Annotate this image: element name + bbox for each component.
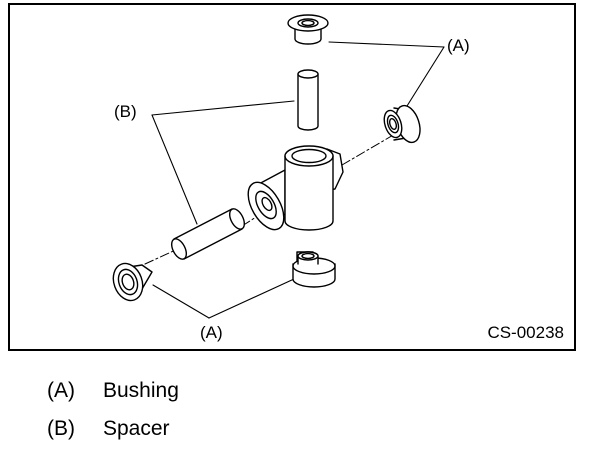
figure-code: CS-00238 <box>487 323 564 342</box>
vertical-spacer-shape <box>297 69 319 131</box>
leader-a-top-to-right-bushing <box>406 46 445 107</box>
callout-label-a-top: (A) <box>447 36 470 55</box>
legend-text-bushing: Bushing <box>103 379 179 402</box>
leader-a-bottom-to-left-bushing <box>152 284 210 319</box>
top-bushing-shape <box>287 14 329 45</box>
legend-key-a: (A) <box>47 379 75 402</box>
legend-key-b: (B) <box>47 417 75 440</box>
legend-text-spacer: Spacer <box>103 417 170 440</box>
leader-a-bottom-to-bottom-bushing <box>208 278 295 319</box>
right-bushing-shape <box>383 104 421 144</box>
horizontal-spacer-shape <box>170 208 246 260</box>
leader-b-to-horizontal-spacer <box>151 114 198 225</box>
central-housing-shape <box>247 145 344 231</box>
callout-label-b: (B) <box>114 102 137 121</box>
exploded-parts-diagram <box>112 14 445 319</box>
callout-label-a-bottom: (A) <box>200 323 223 342</box>
bottom-bushing-shape <box>292 251 336 288</box>
leader-lines <box>151 41 445 319</box>
leader-b-to-vertical-spacer <box>151 100 295 116</box>
left-bushing-shape <box>112 262 153 302</box>
figure-frame: (A) (B) (A) CS-00238 <box>8 3 576 351</box>
leader-a-top-to-top-bushing <box>328 41 445 48</box>
